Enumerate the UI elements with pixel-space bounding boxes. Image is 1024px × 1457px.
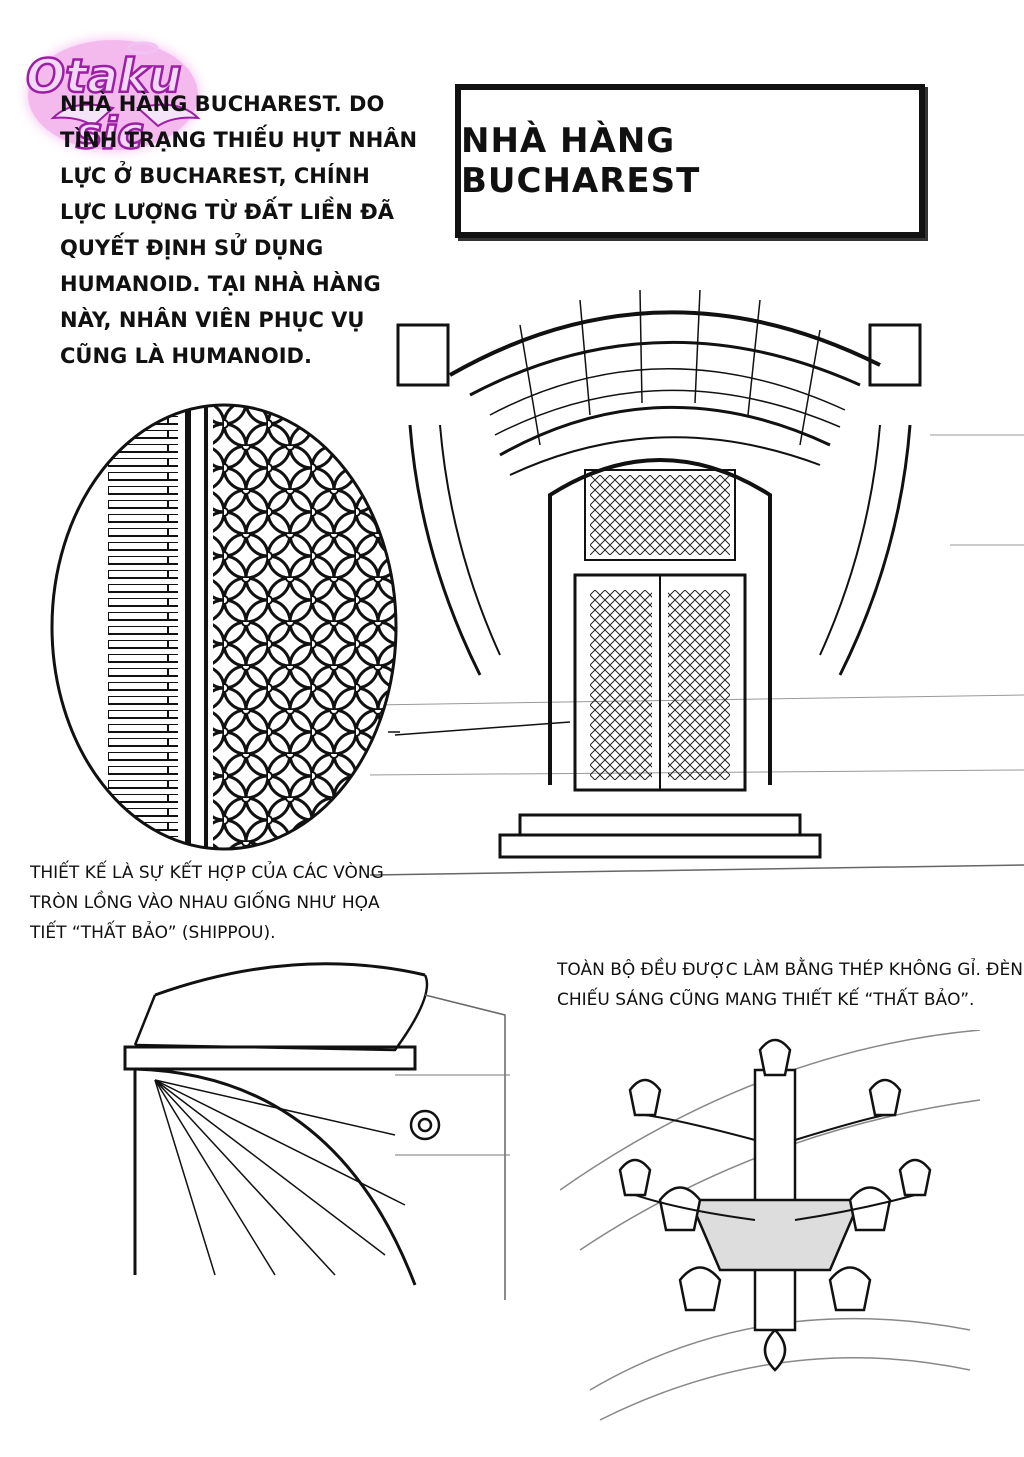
detail-pointer-line — [395, 721, 570, 736]
restaurant-entrance-illustration — [370, 289, 1024, 876]
steel-caption: TOÀN BỘ ĐỀU ĐƯỢC LÀM BẰNG THÉP KHÔNG GỈ.… — [557, 960, 1023, 1010]
angel-wings-halo-icon: Otaku sic — [25, 40, 201, 160]
shippou-pattern-closeup — [50, 403, 400, 851]
logo-line1: Otaku — [26, 49, 181, 103]
title-box: NHÀ HÀNG BUCHAREST — [455, 84, 925, 238]
shippou-caption: THIẾT KẾ LÀ SỰ KẾT HỢP CỦA CÁC VÒNG TRÒN… — [30, 863, 384, 943]
chandelier-illustration — [560, 1030, 980, 1421]
canopy-bracket-illustration — [123, 962, 510, 1300]
otakusic-logo: Otaku sic — [18, 30, 208, 160]
intro-caption: NHÀ HÀNG BUCHAREST. DO TÌNH TRẠNG THIẾU … — [60, 92, 418, 368]
logo-line2: sic — [76, 108, 143, 159]
page-title: NHÀ HÀNG BUCHAREST — [461, 121, 701, 201]
